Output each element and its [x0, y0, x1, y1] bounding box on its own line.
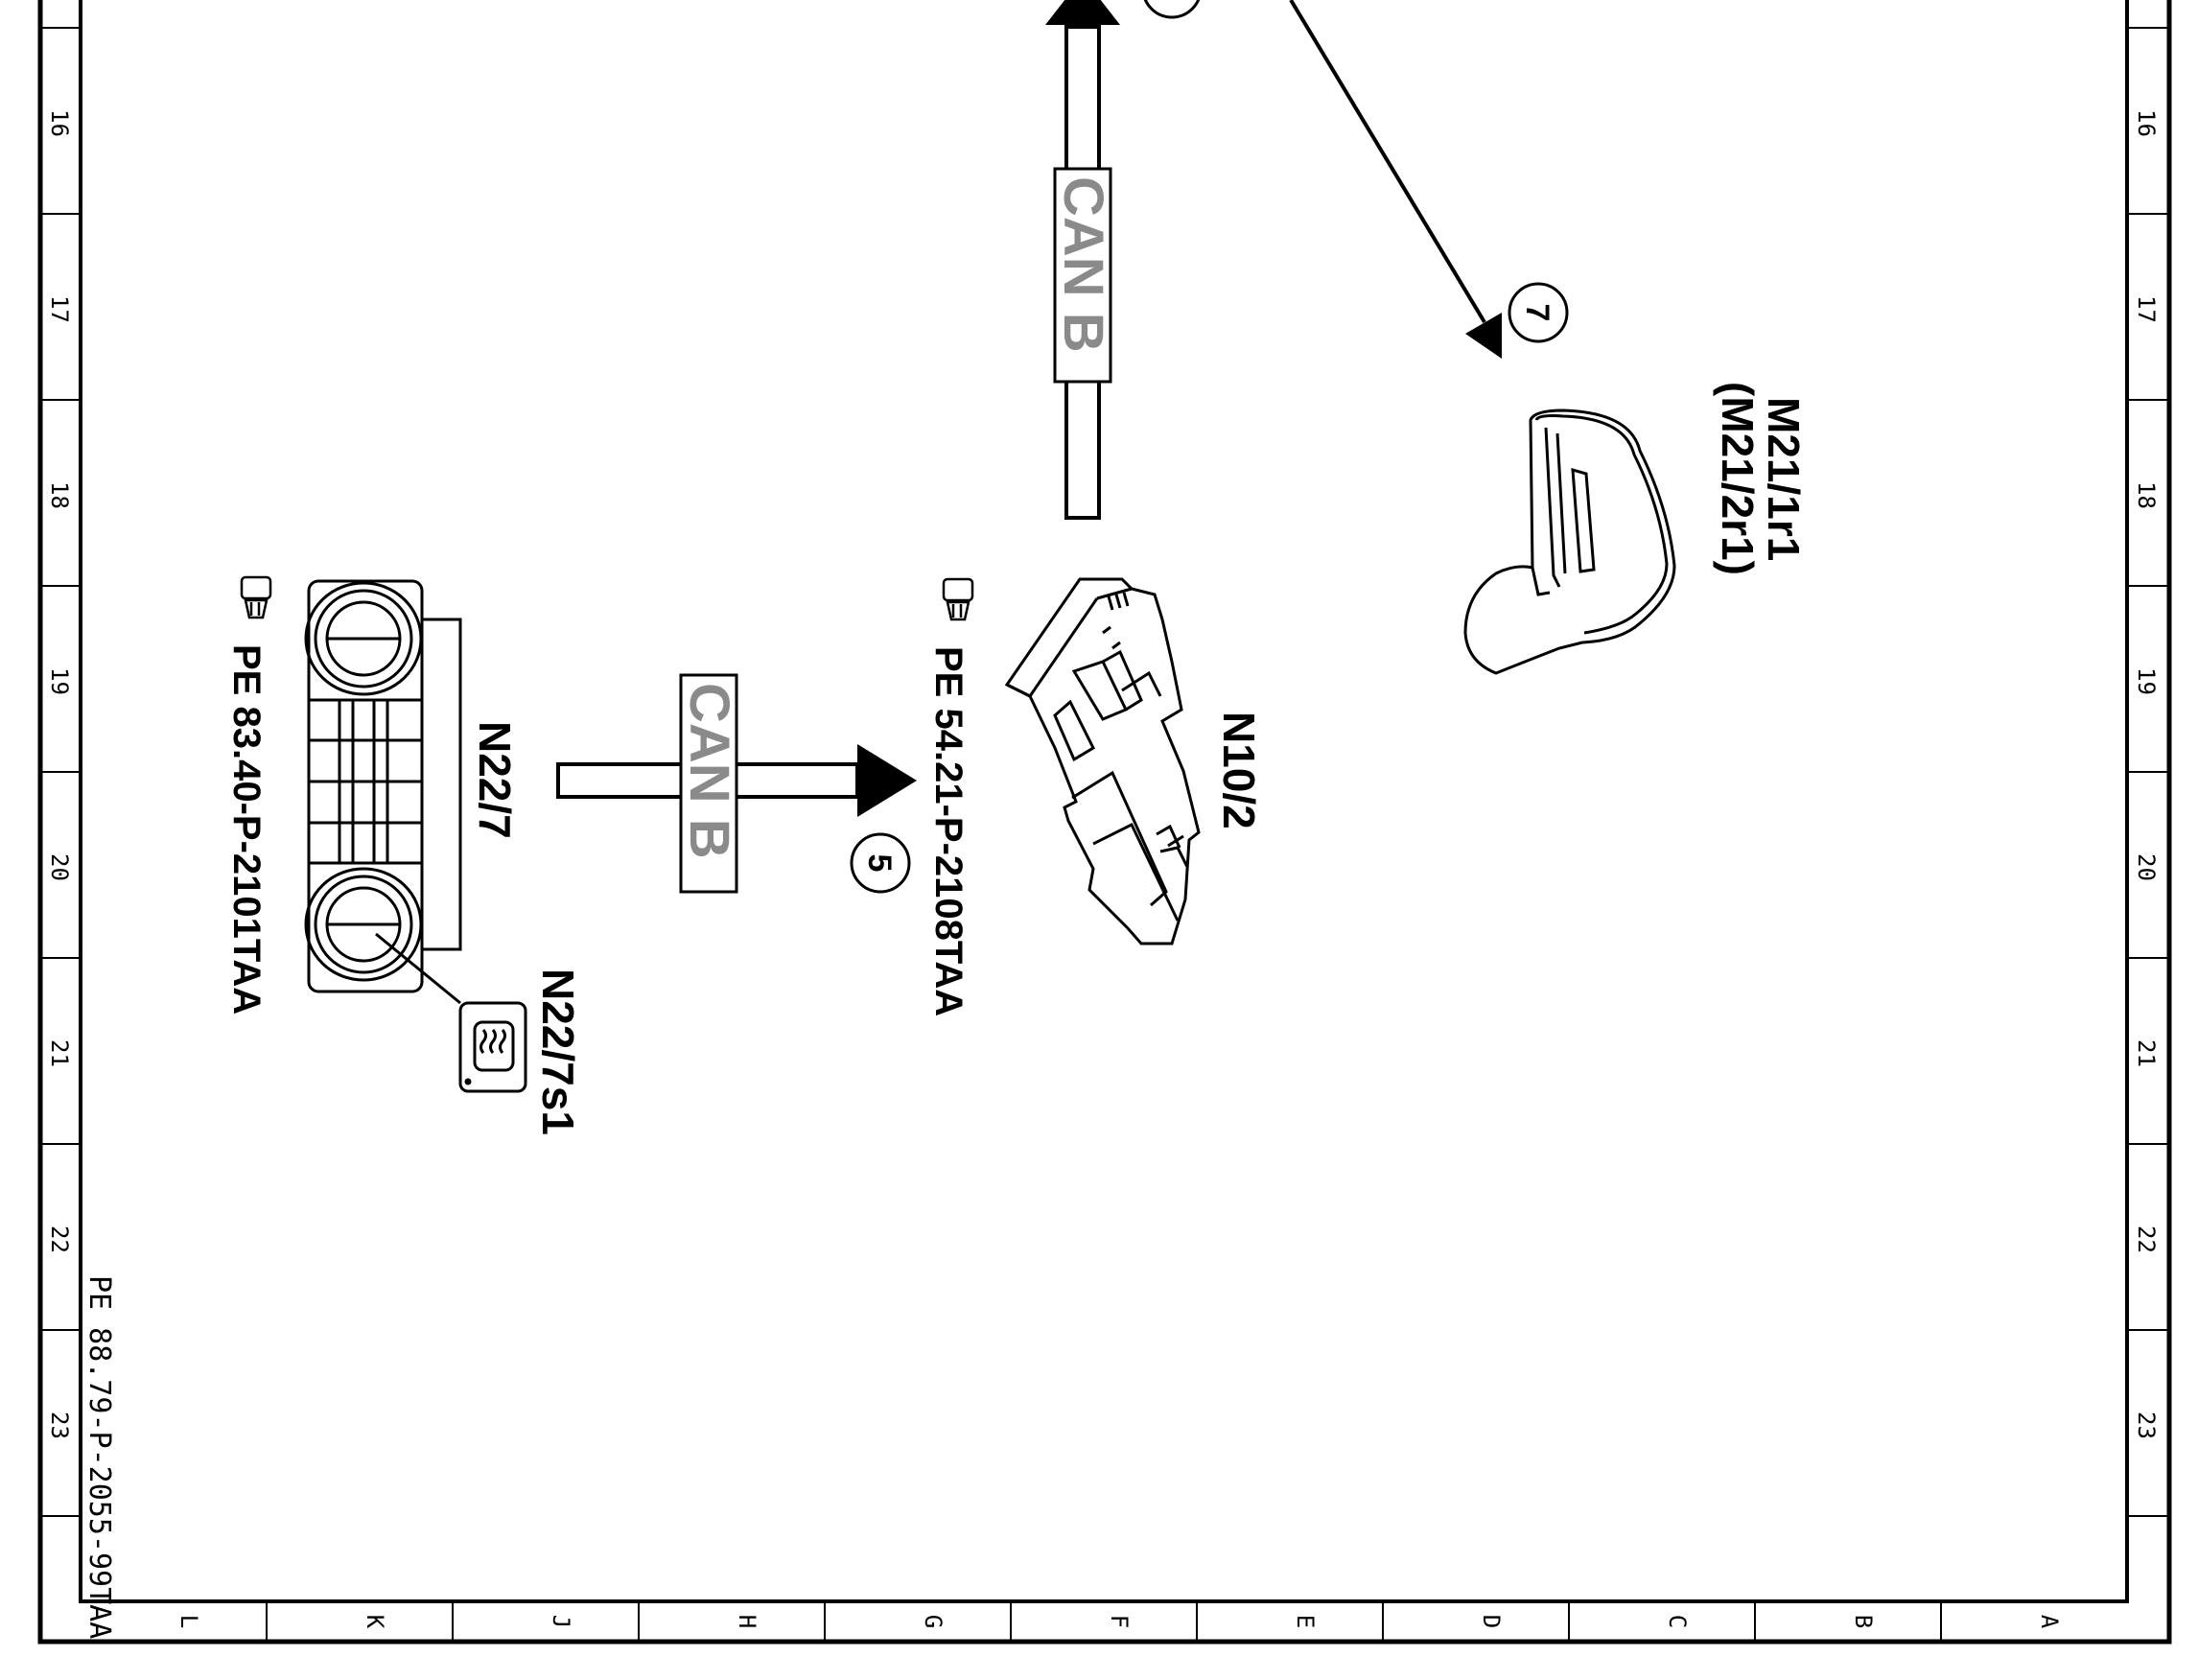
signal-acquisition-module-drawing — [1004, 577, 1201, 945]
can-b-vertical-bus — [1045, 0, 1120, 520]
rear-window-heater-icon — [458, 1001, 527, 1093]
row-number: 23 — [46, 1412, 73, 1439]
row-number: 20 — [46, 853, 73, 881]
pointing-hand-icon[interactable] — [942, 577, 974, 621]
row-number: 19 — [2133, 667, 2160, 695]
column-letter: C — [1664, 1615, 1691, 1628]
row-number: 22 — [46, 1225, 73, 1253]
callout-5-circle — [850, 832, 911, 894]
pointing-hand-icon[interactable] — [240, 575, 272, 619]
can-b-horizontal-label: CAN B — [678, 683, 740, 859]
row-number: 22 — [2133, 1225, 2160, 1253]
row-number-ticks: 16 16 17 17 18 18 19 19 20 20 21 21 22 22 23 23 — [40, 27, 2169, 1517]
row-number: 21 — [46, 1039, 73, 1067]
callout-7-number: 7 — [1519, 304, 1555, 322]
row-number: 17 — [46, 295, 73, 323]
rear-defroster-switch-label: N22/7s1 — [533, 968, 583, 1135]
seat-motor-drawing — [1463, 408, 1676, 675]
drawing-id: PE 88.79-P-2055-99TAA — [82, 1275, 116, 1639]
column-letter: L — [175, 1615, 202, 1628]
can-b-horizontal-bus — [556, 673, 917, 894]
column-letter: A — [2036, 1615, 2063, 1629]
sam-reference[interactable]: PE 54.21-P-2108TAA — [927, 646, 970, 1016]
row-number: 17 — [2133, 295, 2160, 323]
climate-control-reference[interactable]: PE 83.40-P-2101TAA — [225, 644, 268, 1015]
can-b-vertical-label: CAN B — [1052, 176, 1114, 353]
sam-label: N10/2 — [1214, 712, 1264, 829]
motor-label-alt: (M21/2r1) — [1713, 382, 1763, 575]
row-number: 16 — [46, 109, 73, 137]
callout-7-circle — [1508, 282, 1569, 343]
climate-control-unit-drawing — [304, 579, 462, 1005]
row-number: 19 — [46, 667, 73, 695]
motor-label: M21/1r1 — [1759, 397, 1809, 561]
column-letter: K — [362, 1615, 388, 1629]
row-number: 23 — [2133, 1412, 2160, 1439]
column-letter: G — [920, 1615, 947, 1628]
column-letter: E — [1292, 1615, 1319, 1628]
column-letter: F — [1106, 1615, 1133, 1628]
row-number: 16 — [2133, 109, 2160, 137]
row-number: 18 — [2133, 481, 2160, 509]
diagonal-arrow — [1289, 0, 1502, 359]
column-letter: B — [1850, 1615, 1877, 1628]
row-number: 20 — [2133, 853, 2160, 881]
callout-5-number: 5 — [861, 854, 898, 873]
climate-control-label: N22/7 — [470, 721, 520, 839]
column-letter: H — [734, 1615, 760, 1628]
column-letter: J — [548, 1615, 574, 1628]
callout-partial-circle — [1143, 0, 1201, 19]
row-number: 18 — [46, 481, 73, 509]
row-number: 21 — [2133, 1039, 2160, 1067]
column-letter: D — [1478, 1615, 1505, 1628]
drawing-frame — [37, 0, 2172, 1645]
